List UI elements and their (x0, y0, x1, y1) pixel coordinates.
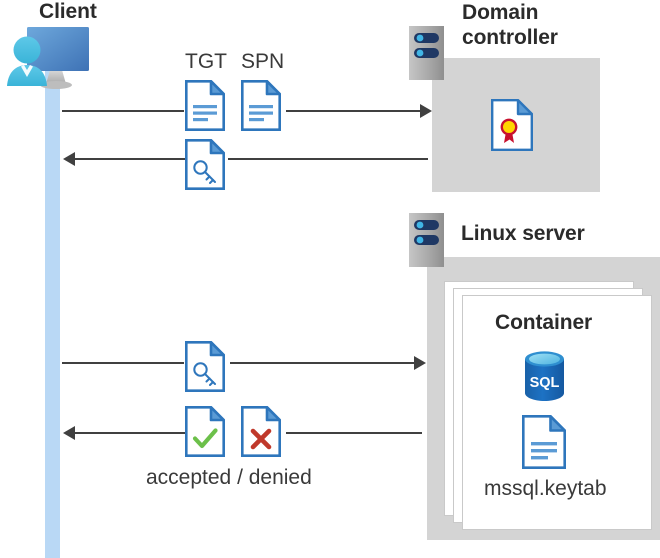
denied-document-icon (241, 406, 281, 457)
flow1-line-left (62, 110, 184, 112)
container-card-front (462, 295, 652, 530)
linux-server-title: Linux server (461, 222, 585, 245)
svg-text:SQL: SQL (530, 375, 560, 391)
flow4-arrowhead (63, 426, 75, 440)
sql-database-icon: SQL (521, 350, 568, 402)
domain-controller-server-icon (409, 26, 444, 80)
spn-label: SPN (241, 50, 285, 73)
keytab-document-icon (522, 415, 566, 469)
accepted-document-icon (185, 406, 225, 457)
flow1-line-right (286, 110, 422, 112)
flow3-line-left (62, 362, 184, 364)
flow3-arrowhead (414, 356, 426, 370)
client-title: Client (39, 0, 97, 23)
flow2-line-left (75, 158, 185, 160)
container-title: Container (495, 311, 593, 334)
client-lifeline (45, 70, 60, 558)
flow3-line-right (230, 362, 416, 364)
flow4-line-left (75, 432, 185, 434)
service-ticket-key-icon-1 (185, 139, 225, 190)
linux-server-icon (409, 213, 444, 267)
tgt-label: TGT (185, 50, 227, 73)
accepted-denied-label: accepted / denied (146, 466, 312, 489)
certificate-document-icon (491, 99, 533, 151)
spn-document-icon (241, 80, 281, 131)
client-workstation-icon (4, 24, 100, 92)
flow2-arrowhead (63, 152, 75, 166)
tgt-document-icon (185, 80, 225, 131)
flow4-line-right (286, 432, 422, 434)
domain-controller-title-line1: Domain (462, 1, 539, 24)
domain-controller-title-line2: controller (462, 26, 558, 49)
flow1-arrowhead (420, 104, 432, 118)
service-ticket-key-icon-2 (185, 341, 225, 392)
keytab-filename-label: mssql.keytab (484, 477, 607, 500)
flow2-line-right (228, 158, 428, 160)
